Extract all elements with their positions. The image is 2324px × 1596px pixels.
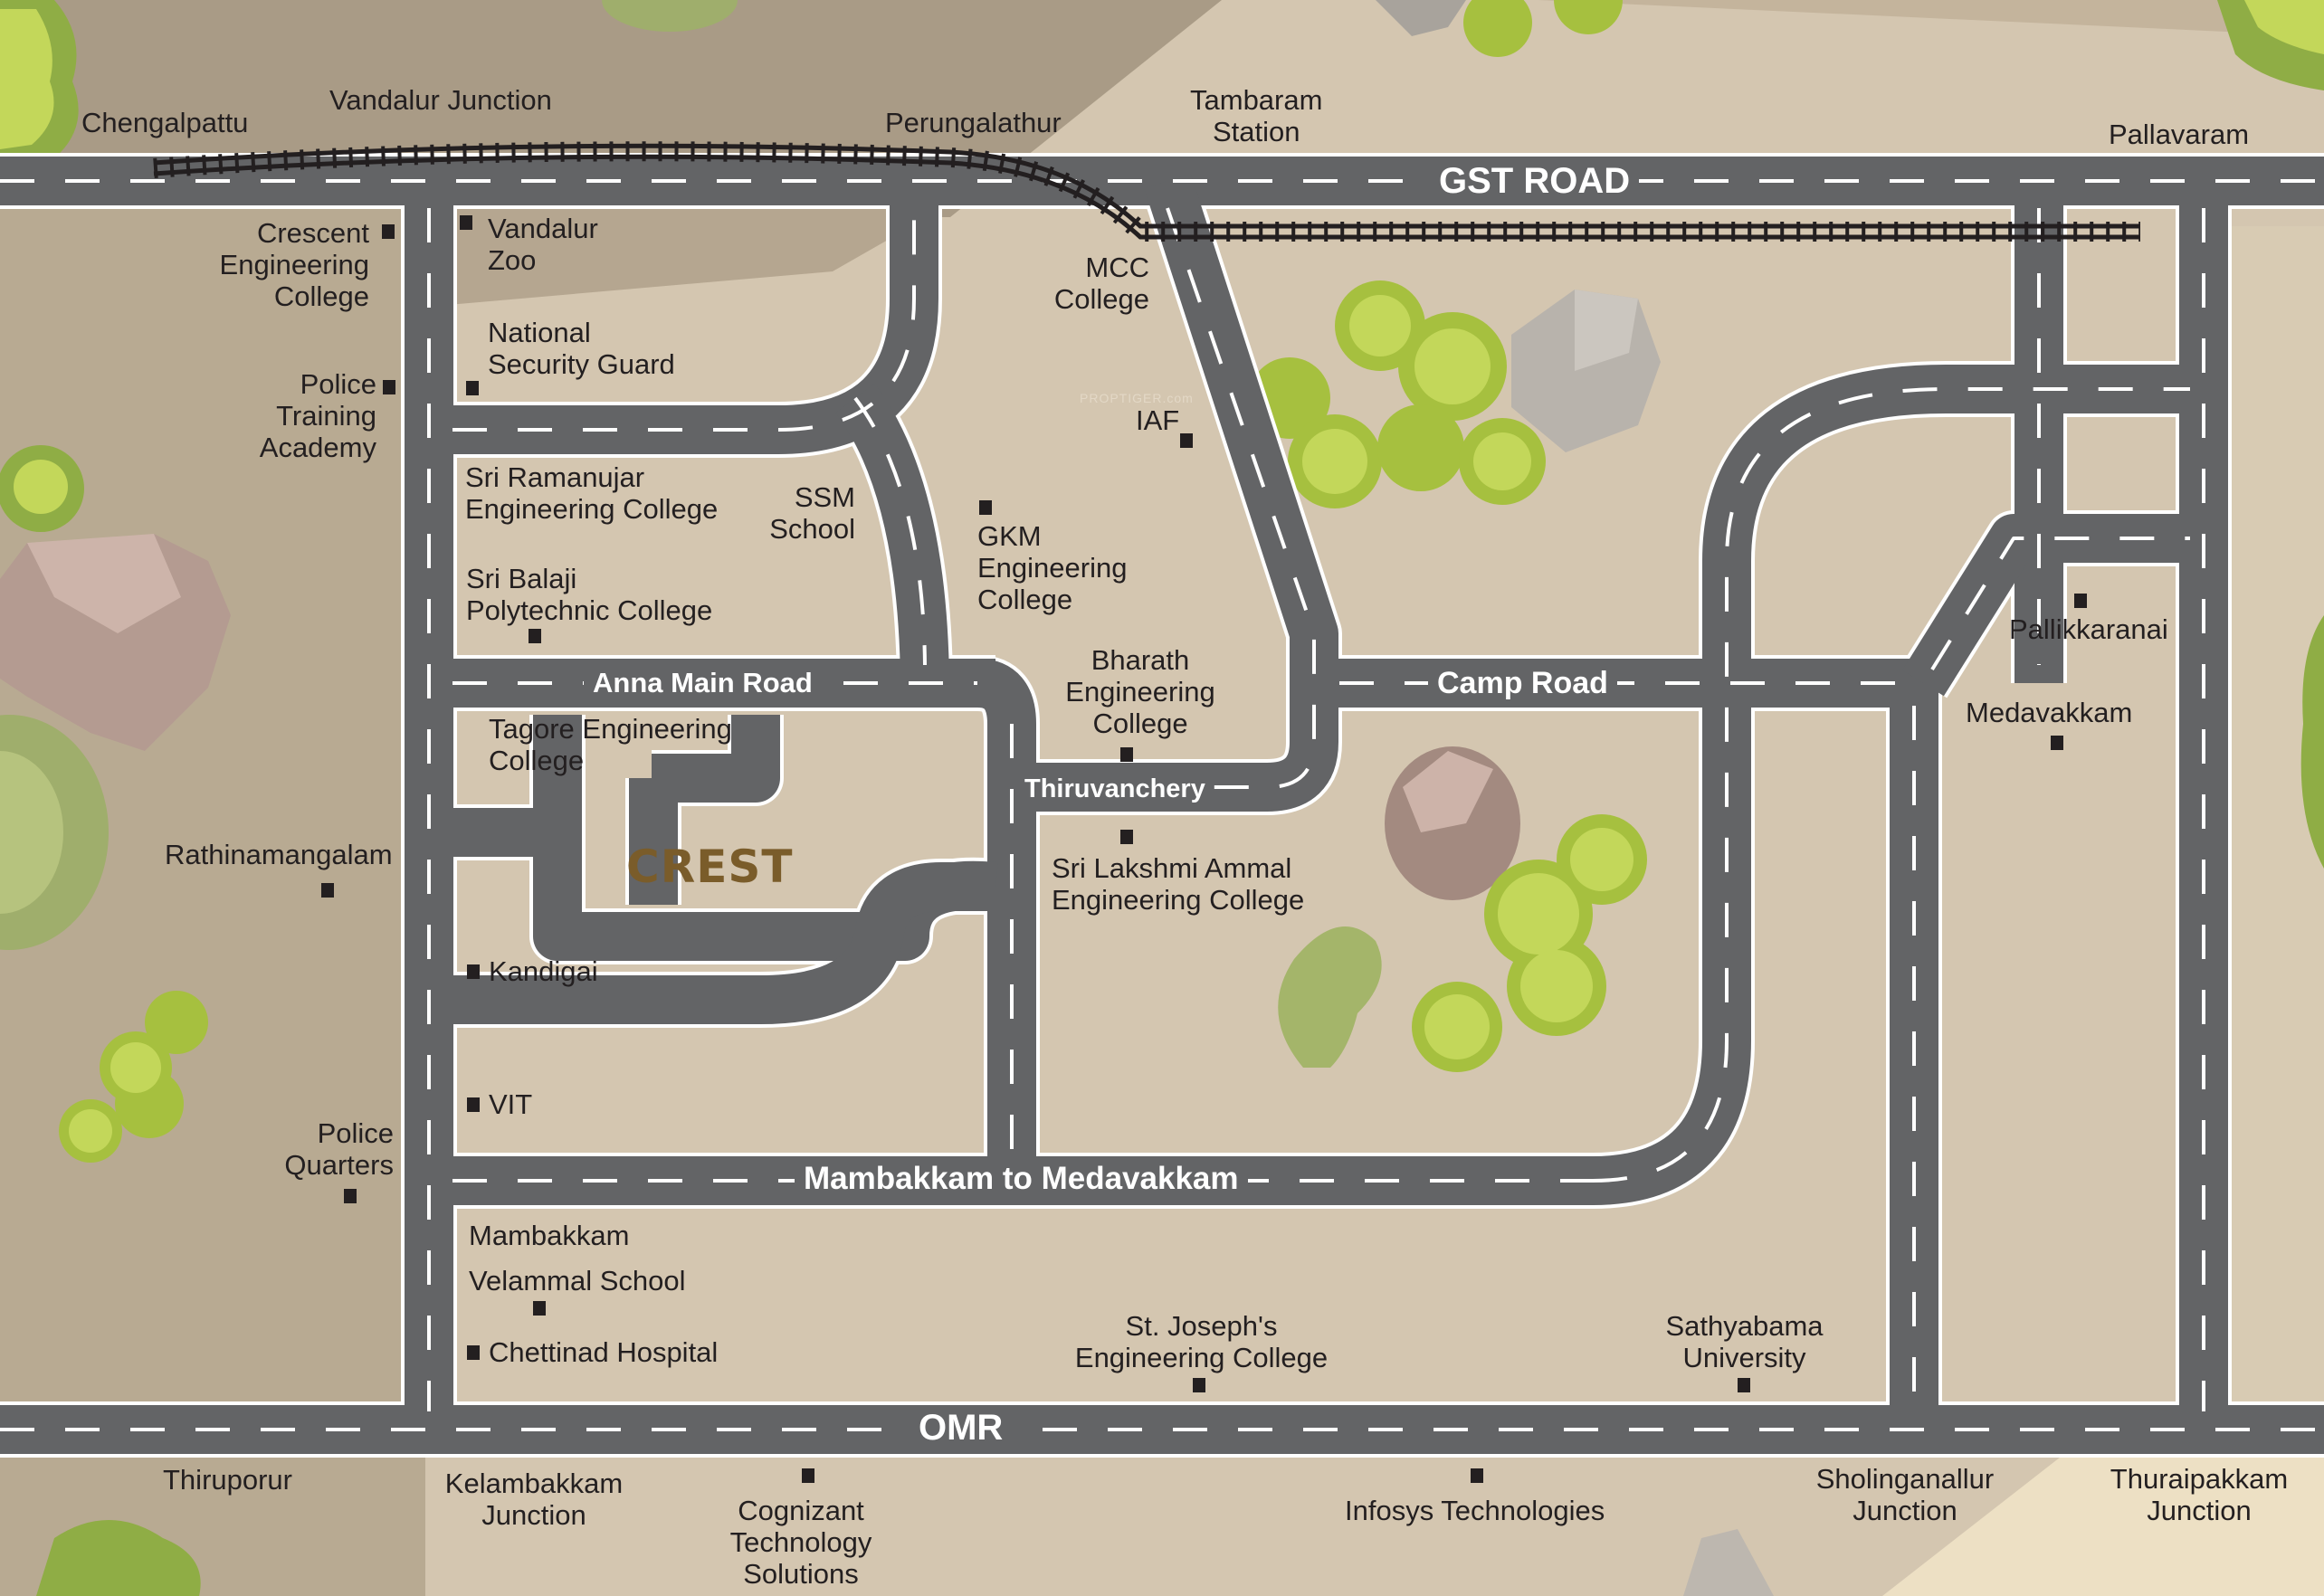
rock-icon (1575, 290, 1638, 371)
tree-icon (0, 751, 63, 914)
pin-icon (529, 629, 541, 643)
place-chengalpattu: Chengalpattu (81, 107, 249, 138)
pin-icon (382, 224, 395, 239)
pin-icon (1471, 1468, 1483, 1483)
pin-icon (344, 1189, 357, 1203)
place-kandigai: Kandigai (489, 955, 598, 987)
place-rathinamangalam: Rathinamangalam (165, 839, 393, 870)
rock-icon (27, 534, 181, 633)
pin-icon (533, 1301, 546, 1316)
tree-icon (1554, 0, 1623, 34)
pin-icon (2074, 594, 2087, 608)
pin-icon (466, 381, 479, 395)
tree-icon (1473, 432, 1531, 490)
place-pallavaram: Pallavaram (2109, 119, 2250, 150)
pin-icon (802, 1468, 814, 1483)
tree-icon (1414, 328, 1491, 404)
place-infosys-technologies: Infosys Technologies (1345, 1495, 1605, 1526)
tree-icon (1520, 950, 1593, 1022)
road-label-omr: OMR (910, 1410, 1013, 1446)
tree-icon (1498, 873, 1579, 955)
rock-icon (1403, 751, 1493, 832)
watermark: PROPTIGER.com (1080, 391, 1194, 405)
pin-icon (1180, 433, 1193, 448)
tree-icon (110, 1042, 161, 1093)
place-pallikkaranai: Pallikkaranai (2009, 613, 2168, 645)
tree-icon (2300, 615, 2324, 869)
rock-icon (1376, 0, 1466, 36)
tree-icon (1349, 295, 1411, 356)
pond-icon (1278, 926, 1382, 1068)
place-chettinad-hospital: Chettinad Hospital (489, 1336, 719, 1368)
road-label-thiruvanchery: Thiruvanchery (1019, 771, 1211, 807)
tree-icon (602, 0, 738, 32)
pin-icon (1193, 1378, 1205, 1392)
tree-icon (14, 460, 68, 514)
pin-icon (1120, 830, 1133, 844)
pin-icon (979, 500, 992, 515)
tree-icon (1570, 828, 1633, 891)
tree-icon (1302, 429, 1367, 494)
place-velammal-school: Velammal School (469, 1265, 686, 1297)
road-label-anna: Anna Main Road (584, 665, 822, 701)
road-network (0, 153, 2324, 1458)
place-vandalur-junction: Vandalur Junction (329, 84, 552, 116)
pin-icon (467, 1345, 480, 1360)
place-iaf: IAF (1136, 404, 1180, 436)
road-label-camp: Camp Road (1428, 665, 1617, 701)
tree-icon (0, 9, 54, 149)
road-label-gst: GST ROAD (1430, 163, 1640, 199)
place-medavakkam: Medavakkam (1966, 697, 2133, 728)
pin-icon (467, 964, 480, 979)
place-thiruporur: Thiruporur (163, 1464, 292, 1496)
road-label-mambakkam-medavakkam: Mambakkam to Medavakkam (795, 1161, 1248, 1197)
pin-icon (1738, 1378, 1750, 1392)
pin-icon (1120, 747, 1133, 762)
pin-icon (467, 1097, 480, 1112)
pin-icon (321, 883, 334, 898)
tree-icon (36, 1520, 201, 1596)
tree-icon (1463, 0, 1532, 57)
place-perungalathur: Perungalathur (885, 107, 1062, 138)
pin-icon (460, 215, 472, 230)
tree-icon (1424, 994, 1490, 1059)
place-vit: VIT (489, 1088, 533, 1120)
rock-icon (1683, 1529, 1774, 1596)
tree-icon (2244, 0, 2324, 54)
pin-icon (2051, 736, 2063, 750)
tree-icon (1377, 404, 1464, 491)
place-mambakkam: Mambakkam (469, 1220, 630, 1251)
tree-icon (69, 1109, 112, 1153)
crest-project-logo[interactable]: CREST (626, 841, 794, 893)
tree-icon (145, 991, 208, 1054)
railway (153, 141, 2140, 242)
pin-icon (383, 380, 395, 394)
